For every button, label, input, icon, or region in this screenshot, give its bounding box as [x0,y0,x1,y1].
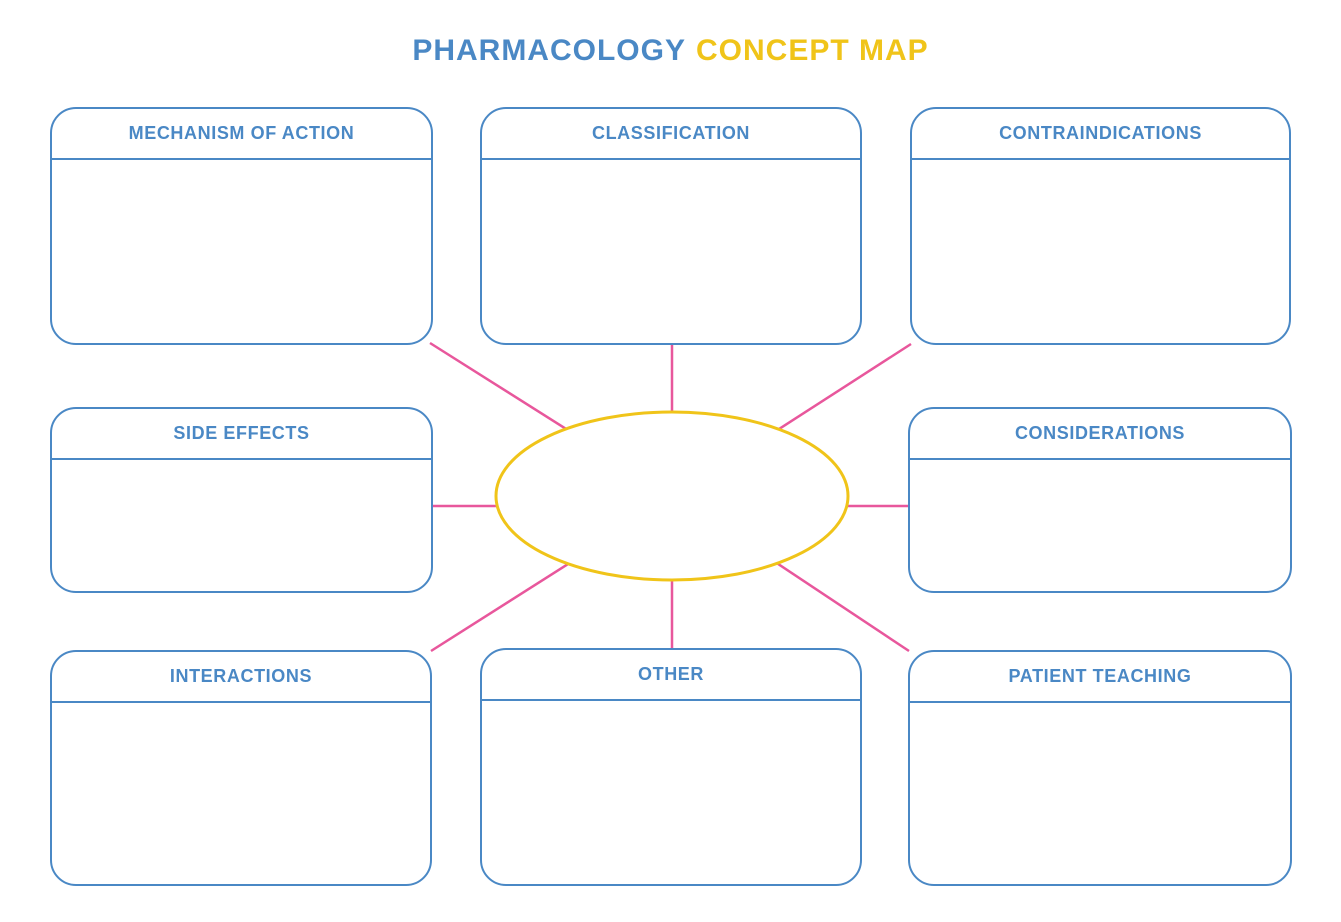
box-header-side-effects: SIDE EFFECTS [52,409,431,460]
box-label-mechanism-of-action: MECHANISM OF ACTION [128,123,355,143]
box-considerations[interactable]: CONSIDERATIONS [908,407,1292,593]
box-patient-teaching[interactable]: PATIENT TEACHING [908,650,1292,886]
box-mechanism-of-action[interactable]: MECHANISM OF ACTION [50,107,433,345]
box-body-other[interactable] [482,703,860,884]
box-label-classification: CLASSIFICATION [591,123,751,143]
box-contraindications[interactable]: CONTRAINDICATIONS [910,107,1291,345]
box-header-interactions: INTERACTIONS [52,652,430,703]
box-side-effects[interactable]: SIDE EFFECTS [50,407,433,593]
box-label-patient-teaching: PATIENT TEACHING [1008,666,1192,686]
box-body-side-effects[interactable] [52,462,431,591]
box-header-patient-teaching: PATIENT TEACHING [910,652,1290,703]
box-classification[interactable]: CLASSIFICATION [480,107,862,345]
box-label-interactions: INTERACTIONS [169,666,313,686]
box-body-classification[interactable] [482,162,860,343]
box-body-contraindications[interactable] [912,162,1289,343]
box-header-considerations: CONSIDERATIONS [910,409,1290,460]
page-title: PHARMACOLOGY CONCEPT MAP [0,34,1341,68]
box-body-interactions[interactable] [52,705,430,884]
box-label-side-effects: SIDE EFFECTS [173,423,310,443]
box-header-contraindications: CONTRAINDICATIONS [912,109,1289,160]
box-label-other: OTHER [638,664,704,684]
box-label-contraindications: CONTRAINDICATIONS [999,123,1202,143]
box-header-mechanism-of-action: MECHANISM OF ACTION [52,109,431,160]
box-label-considerations: CONSIDERATIONS [1014,423,1186,443]
title-part-pharmacology: PHARMACOLOGY [412,34,686,67]
central-topic-ellipse[interactable] [494,410,850,582]
title-part-concept-map: CONCEPT MAP [695,34,929,67]
box-body-patient-teaching[interactable] [910,705,1290,884]
box-other[interactable]: OTHER [480,648,862,886]
box-body-considerations[interactable] [910,462,1290,591]
box-interactions[interactable]: INTERACTIONS [50,650,432,886]
box-body-mechanism-of-action[interactable] [52,162,431,343]
box-header-other: OTHER [482,650,860,701]
box-header-classification: CLASSIFICATION [482,109,860,160]
